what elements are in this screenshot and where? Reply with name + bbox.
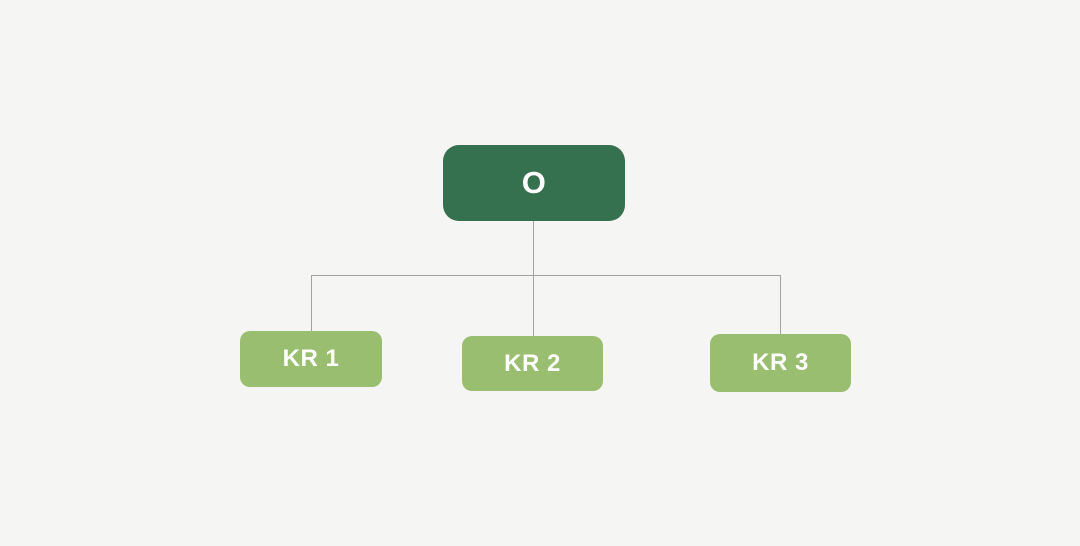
connector-kr1-drop	[311, 275, 312, 331]
connector-horizontal-rail	[311, 275, 780, 276]
key-result-3-node[interactable]: KR 3	[710, 334, 851, 392]
objective-node[interactable]: O	[443, 145, 625, 221]
key-result-2-node[interactable]: KR 2	[462, 336, 603, 391]
connector-objective-kr2	[533, 221, 534, 336]
connector-kr3-drop	[780, 275, 781, 334]
key-result-1-node[interactable]: KR 1	[240, 331, 382, 387]
